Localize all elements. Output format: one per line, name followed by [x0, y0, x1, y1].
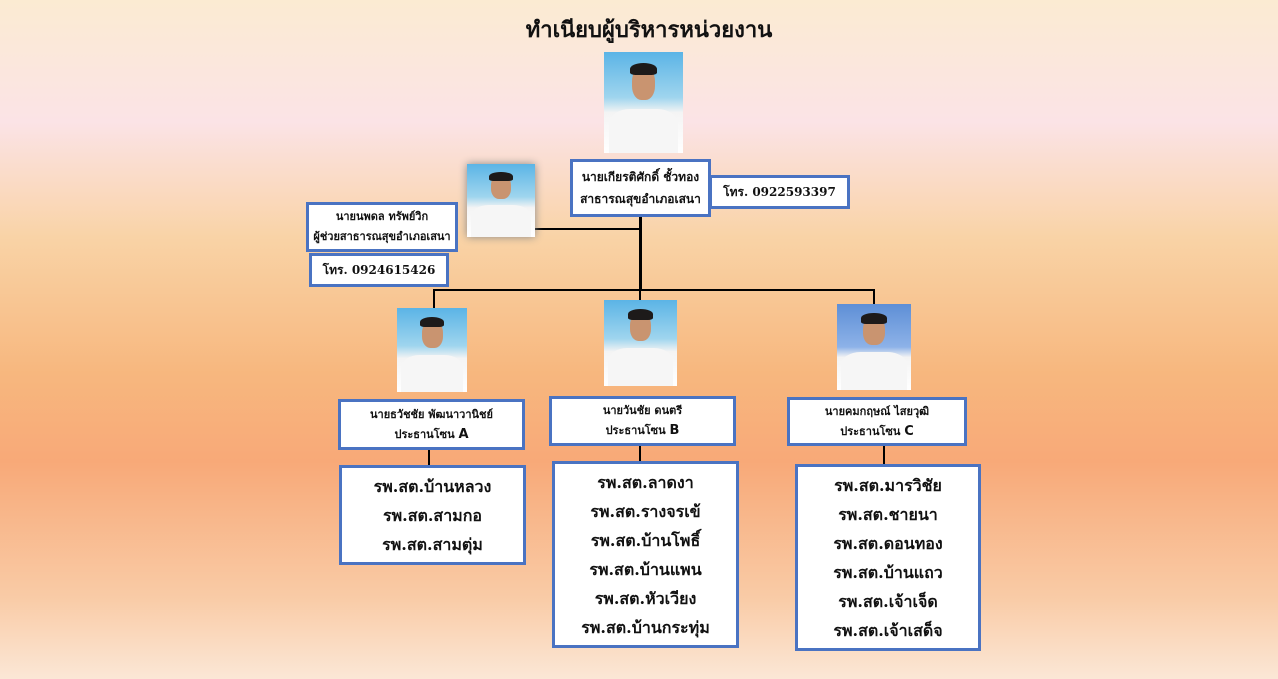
zone-a-letter: A	[458, 426, 469, 442]
zone-a-units: รพ.สต.บ้านหลวง รพ.สต.สามกอ รพ.สต.สามตุ่ม	[339, 465, 526, 565]
zone-b-name: นายวันชัย ดนตรี	[602, 404, 683, 417]
director-box: นายเกียรติศักดิ์ ชั้วทอง สาธารณสุขอำเภอเ…	[570, 159, 711, 217]
zone-c-box: นายคมกฤษณ์ ไสยวุฒิ ประธานโซน C	[787, 397, 967, 446]
unit-item: รพ.สต.หัวเวียง	[594, 588, 697, 608]
zone-c-title: ประธานโซน C	[840, 422, 914, 442]
deputy-name: นายนพดล ทรัพย์วิก	[335, 210, 429, 223]
zone-b-photo	[604, 300, 677, 386]
unit-item: รพ.สต.ดอนทอง	[833, 533, 943, 553]
deputy-box: นายนพดล ทรัพย์วิก ผู้ช่วยสาธารณสุขอำเภอเ…	[306, 202, 458, 252]
unit-item: รพ.สต.เจ้าเสด็จ	[833, 620, 943, 640]
unit-item: รพ.สต.บ้านแพน	[589, 559, 702, 579]
page-title: ทำเนียบผู้บริหารหน่วยงาน	[525, 17, 773, 43]
zone-c-position: ประธานโซน	[840, 424, 901, 438]
connector-line	[639, 445, 641, 462]
zone-c-name: นายคมกฤษณ์ ไสยวุฒิ	[824, 404, 930, 418]
unit-item: รพ.สต.สามตุ่ม	[382, 534, 483, 554]
zone-b-title: ประธานโซน B	[606, 421, 680, 441]
zone-c-letter: C	[904, 423, 914, 439]
unit-item: รพ.สต.มารวิชัย	[834, 475, 942, 495]
connector-line	[433, 289, 875, 291]
director-phone: โทร. 0922593397	[709, 175, 850, 209]
director-name: นายเกียรติศักดิ์ ชั้วทอง	[581, 170, 700, 184]
zone-b-units: รพ.สต.ลาดงา รพ.สต.รางจรเข้ รพ.สต.บ้านโพธ…	[552, 461, 739, 648]
unit-item: รพ.สต.บ้านกระทุ่ม	[581, 617, 710, 637]
zone-a-title: ประธานโซน A	[394, 425, 468, 445]
zone-b-position: ประธานโซน	[605, 424, 666, 437]
zone-b-letter: B	[669, 423, 680, 438]
zone-a-box: นายธวัชชัย พัฒนาวานิชย์ ประธานโซน A	[338, 399, 525, 450]
unit-item: รพ.สต.เจ้าเจ็ด	[838, 591, 938, 611]
unit-item: รพ.สต.บ้านโพธิ์	[590, 530, 701, 550]
zone-a-photo	[397, 308, 467, 392]
director-phone-text: โทร. 0922593397	[723, 185, 836, 199]
deputy-phone: โทร. 0924615426	[309, 253, 449, 287]
connector-line	[535, 228, 640, 230]
unit-item: รพ.สต.รางจรเข้	[590, 501, 701, 521]
connector-line	[433, 289, 435, 308]
zone-b-box: นายวันชัย ดนตรี ประธานโซน B	[549, 396, 736, 446]
connector-line	[639, 216, 642, 291]
unit-item: รพ.สต.บ้านแถว	[833, 562, 943, 582]
unit-item: รพ.สต.สามกอ	[382, 505, 483, 525]
director-position: สาธารณสุขอำเภอเสนา	[580, 192, 701, 206]
zone-c-units: รพ.สต.มารวิชัย รพ.สต.ชายนา รพ.สต.ดอนทอง …	[795, 464, 981, 651]
connector-line	[883, 445, 885, 465]
connector-line	[639, 289, 641, 300]
unit-item: รพ.สต.ชายนา	[838, 504, 938, 524]
deputy-position: ผู้ช่วยสาธารณสุขอำเภอเสนา	[313, 230, 451, 243]
zone-a-position: ประธานโซน	[394, 427, 455, 441]
connector-line	[428, 449, 430, 466]
unit-item: รพ.สต.ลาดงา	[597, 472, 694, 492]
deputy-photo	[467, 164, 535, 237]
zone-c-photo	[837, 304, 911, 390]
connector-line	[873, 289, 875, 304]
director-photo	[604, 52, 683, 153]
unit-item: รพ.สต.บ้านหลวง	[373, 476, 492, 496]
zone-a-name: นายธวัชชัย พัฒนาวานิชย์	[370, 407, 493, 421]
deputy-phone-text: โทร. 0924615426	[322, 263, 436, 277]
